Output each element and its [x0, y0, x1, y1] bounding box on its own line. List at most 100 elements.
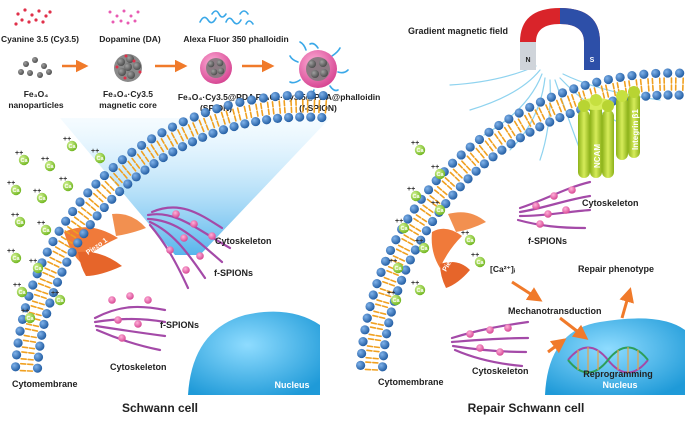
right-ca-in-label: [Ca²⁺]ᵢ [490, 264, 515, 274]
stage1-label-line1: Fe₃O₄ [24, 89, 49, 99]
mechanotransduction-label: Mechanotransduction [508, 306, 602, 316]
svg-text:++: ++ [63, 136, 71, 143]
left-calcium-ion: Ca++ [37, 220, 51, 235]
svg-text:++: ++ [431, 164, 439, 171]
svg-text:Ca: Ca [26, 316, 34, 322]
left-cytomembrane-label: Cytomembrane [12, 379, 78, 389]
svg-text:Ca: Ca [34, 266, 42, 272]
svg-text:++: ++ [41, 156, 49, 163]
left-fspions-upper-label: f-SPIONs [214, 268, 253, 278]
magnetic-core-icon [114, 54, 142, 82]
svg-text:++: ++ [471, 252, 479, 259]
svg-text:Ca: Ca [64, 184, 72, 190]
reagent-phalloidin-label: Alexa Fluor 350 phalloidin [183, 34, 288, 44]
ncam-label: NCAM [593, 144, 602, 168]
svg-text:Ca: Ca [46, 164, 54, 170]
left-cytoskeleton-lower-label: Cytoskeleton [110, 362, 167, 372]
svg-text:Ca: Ca [420, 246, 428, 252]
right-panel-title: Repair Schwann cell [468, 401, 585, 415]
svg-text:Ca: Ca [436, 172, 444, 178]
left-calcium-ion: Ca++ [13, 282, 27, 297]
left-calcium-ion: Ca++ [41, 156, 55, 171]
f-spion-icon [290, 42, 348, 98]
svg-text:++: ++ [91, 148, 99, 155]
phalloidin-icon [200, 11, 253, 24]
right-cytomembrane-label: Cytomembrane [378, 377, 444, 387]
svg-text:++: ++ [411, 280, 419, 287]
svg-text:Ca: Ca [476, 260, 484, 266]
right-nucleus-label: Nucleus [602, 380, 637, 390]
right-calcium-ion: Ca++ [471, 252, 485, 267]
svg-text:++: ++ [389, 258, 397, 265]
reprogramming-label: Reprogramming [583, 369, 653, 379]
stage2-label-line1: Fe₃O₄·Cy3.5 [103, 89, 153, 99]
svg-text:Ca: Ca [436, 208, 444, 214]
svg-text:++: ++ [11, 212, 19, 219]
magnet-s-label: S [590, 57, 595, 64]
right-calcium-ion: Ca++ [461, 230, 475, 245]
svg-text:++: ++ [415, 238, 423, 245]
left-calcium-ion: Ca++ [7, 248, 21, 263]
svg-text:++: ++ [7, 180, 15, 187]
svg-text:Ca: Ca [392, 298, 400, 304]
left-cytoskeleton-upper-label: Cytoskeleton [215, 236, 272, 246]
integrin-label: Integrin β1 [631, 109, 640, 150]
right-calcium-ion: Ca++ [411, 280, 425, 295]
svg-text:Ca: Ca [18, 290, 26, 296]
arrow-ca-to-mechano [512, 282, 540, 300]
svg-text:++: ++ [51, 290, 59, 297]
svg-text:++: ++ [59, 176, 67, 183]
svg-text:++: ++ [431, 200, 439, 207]
left-cytoskeleton-lower [95, 307, 165, 350]
svg-text:Ca: Ca [412, 194, 420, 200]
svg-text:++: ++ [395, 218, 403, 225]
svg-text:++: ++ [461, 230, 469, 237]
svg-text:Ca: Ca [96, 156, 104, 162]
right-cytoskeleton-upper-label: Cytoskeleton [582, 198, 639, 208]
right-panel: N S Gradient magnetic field Nucleus [356, 8, 685, 415]
spion-icon [200, 52, 232, 84]
svg-text:Ca: Ca [16, 220, 24, 226]
right-calcium-ion: Ca++ [411, 140, 425, 155]
svg-text:++: ++ [15, 150, 23, 157]
right-cytoskeleton-lower-label: Cytoskeleton [472, 366, 529, 376]
left-calcium-ion: Ca++ [63, 136, 77, 151]
arrow-nucleus-to-repair [622, 290, 630, 318]
svg-text:Ca: Ca [20, 158, 28, 164]
svg-text:Ca: Ca [38, 196, 46, 202]
svg-text:Ca: Ca [12, 188, 20, 194]
stage1-label-line2: nanoparticles [8, 100, 64, 110]
left-calcium-ion: Ca++ [33, 188, 47, 203]
left-calcium-ion: Ca++ [7, 180, 21, 195]
reagent-dopamine-label: Dopamine (DA) [99, 34, 161, 44]
svg-text:++: ++ [411, 140, 419, 147]
left-calcium-ion: Ca++ [59, 176, 73, 191]
svg-text:Ca: Ca [68, 144, 76, 150]
right-calcium-ion: Ca++ [407, 186, 421, 201]
svg-text:Ca: Ca [394, 266, 402, 272]
svg-text:Ca: Ca [416, 288, 424, 294]
left-fspions-lower-label: f-SPIONs [160, 320, 199, 330]
svg-text:++: ++ [13, 282, 21, 289]
svg-text:++: ++ [29, 258, 37, 265]
svg-text:Ca: Ca [416, 148, 424, 154]
svg-text:++: ++ [37, 220, 45, 227]
svg-text:Ca: Ca [12, 256, 20, 262]
stage4-label-line2: (f-SPION) [299, 103, 337, 113]
horseshoe-magnet-icon [520, 8, 600, 70]
left-panel-title: Schwann cell [122, 401, 198, 415]
svg-text:++: ++ [21, 308, 29, 315]
left-nucleus-label: Nucleus [274, 380, 309, 390]
magnetic-field-label: Gradient magnetic field [408, 26, 508, 36]
magnet-n-label: N [525, 57, 530, 64]
svg-text:Ca: Ca [400, 226, 408, 232]
right-cytoskeleton-upper [518, 182, 590, 228]
left-calcium-ion: Ca++ [15, 150, 29, 165]
svg-text:++: ++ [33, 188, 41, 195]
cy35-dots-icon [14, 8, 51, 25]
fe3o4-nanoparticles-icon [18, 57, 52, 78]
dopamine-dots-icon [109, 10, 140, 25]
right-calcium-ion: Ca++ [431, 164, 445, 179]
svg-text:++: ++ [7, 248, 15, 255]
